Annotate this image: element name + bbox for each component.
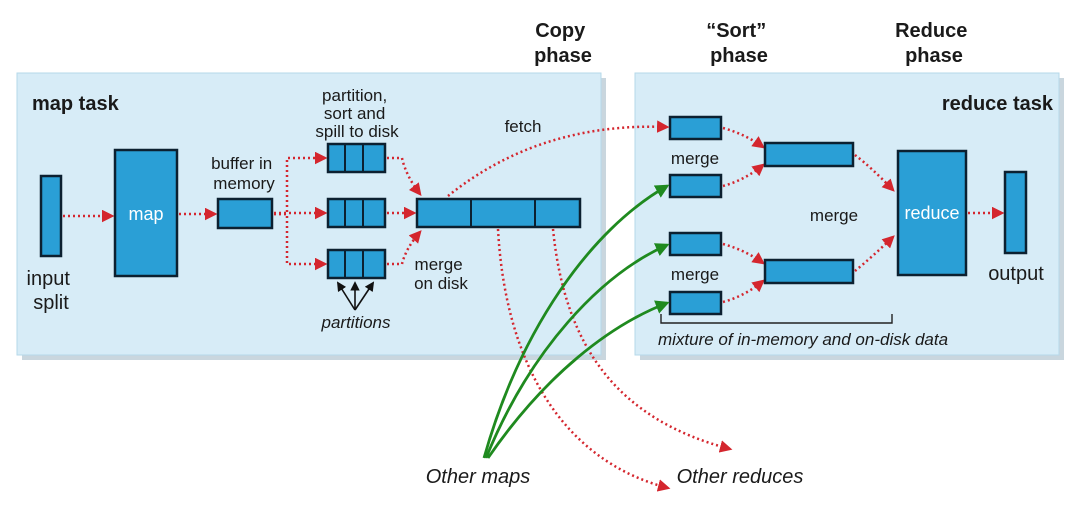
input1-to-merge-top-arrow	[722, 126, 766, 149]
partition-pointer-right	[354, 281, 375, 311]
spill-bottom-to-merged-arrow	[387, 230, 422, 266]
sort-phase-label: “Sort” phase	[706, 20, 772, 67]
merge-top-label: merge	[671, 149, 719, 168]
input-split-label: input split	[27, 268, 76, 314]
reduce-task-title: reduce task	[942, 93, 1054, 115]
input2-to-merge-top-arrow	[722, 163, 765, 188]
partition-pointer-left	[336, 281, 356, 311]
segment-bottom-to-reduce-arrow	[854, 235, 895, 272]
merged-segment-top	[763, 141, 855, 168]
merge-final-label: merge	[810, 206, 858, 225]
map-task-title: map task	[32, 93, 120, 115]
other-maps-to-input3-arrow	[484, 243, 670, 459]
spill-file-bottom	[326, 248, 387, 280]
buffer-in-memory-label: buffer in memory	[211, 154, 277, 193]
copy-phase-label: Copy phase	[534, 20, 592, 67]
buffer-to-spill-bottom-arrow	[274, 212, 328, 271]
other-reduces-label: Other reduces	[677, 466, 804, 488]
input-split-box	[39, 174, 63, 258]
fetch-label: fetch	[505, 117, 542, 136]
output-label: output	[988, 263, 1044, 285]
other-maps-to-input4-arrow	[486, 300, 670, 459]
merged-map-output	[415, 197, 582, 229]
other-maps-to-input2-arrow	[482, 184, 670, 459]
partition-sort-spill-label: partition, sort and spill to disk	[315, 86, 399, 141]
reduce-input-bottom-1	[668, 231, 723, 257]
reduce-input-top-2	[668, 173, 723, 199]
other-maps-label: Other maps	[426, 466, 530, 488]
spill-file-top	[326, 142, 387, 174]
reduce-box	[896, 149, 968, 277]
map-box-label: map	[128, 204, 163, 224]
merge-on-disk-label: merge on disk	[414, 255, 468, 293]
reduce-input-bottom-2	[668, 290, 723, 316]
mixture-bracket	[660, 314, 893, 324]
merge-bottom-label: merge	[671, 265, 719, 284]
reduce-box-label: reduce	[904, 203, 959, 223]
input3-to-merge-bottom-arrow	[722, 242, 766, 265]
fetch-arrow	[447, 120, 670, 197]
reduce-input-top-1	[668, 115, 723, 141]
output-box	[1003, 170, 1028, 255]
partitions-label: partitions	[321, 313, 391, 332]
segment-top-to-reduce-arrow	[854, 154, 895, 192]
reduce-phase-label: Reduce phase	[895, 20, 973, 67]
merged-segment-bottom	[763, 258, 855, 285]
to-other-reduce-2-arrow	[551, 228, 733, 453]
map-box	[113, 148, 179, 278]
spill-file-middle	[326, 197, 387, 229]
input4-to-merge-bottom-arrow	[722, 279, 765, 304]
spill-top-to-merged-arrow	[387, 156, 422, 196]
to-other-reduce-1-arrow	[496, 228, 671, 492]
memory-buffer-box	[216, 197, 274, 230]
mixture-label: mixture of in-memory and on-disk data	[658, 330, 948, 349]
